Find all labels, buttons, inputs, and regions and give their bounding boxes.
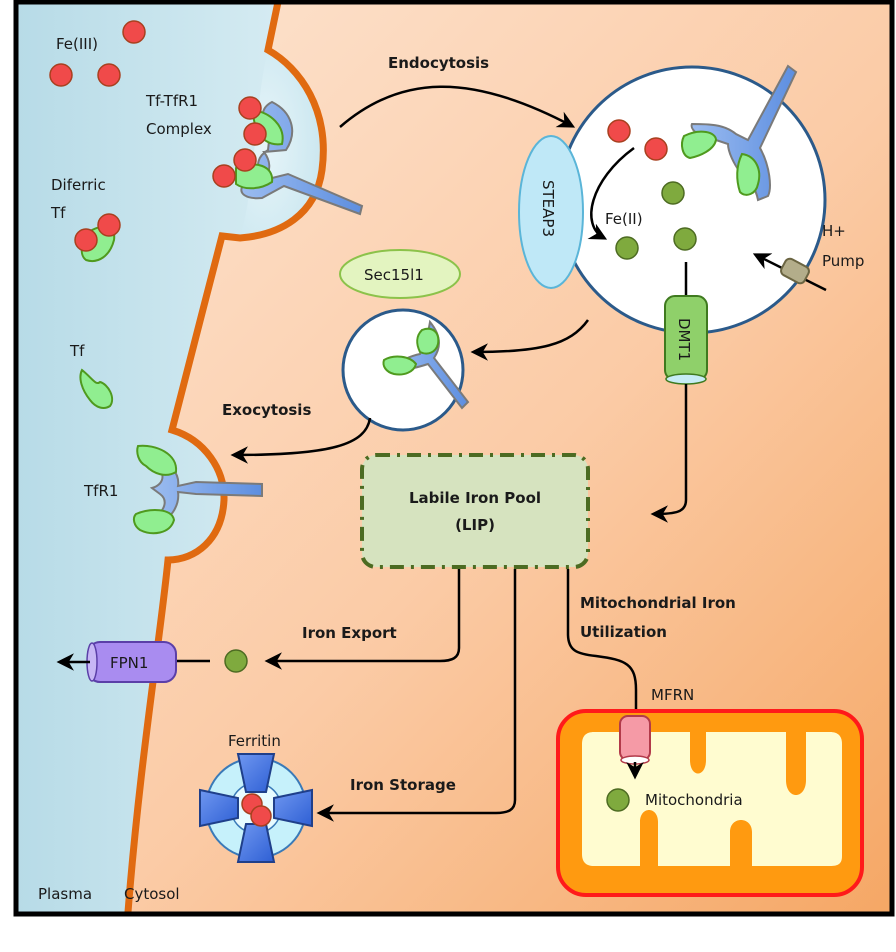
fe2-atom bbox=[615, 236, 639, 260]
dmt1-to-lip-arrow bbox=[650, 384, 688, 523]
fe2-atom bbox=[661, 181, 685, 205]
tf-tfr1-label-line1: Tf-TfR1 bbox=[145, 92, 198, 110]
mfrn-channel bbox=[619, 715, 651, 761]
fe3-atoms bbox=[49, 20, 146, 87]
ferritin-label: Ferritin bbox=[228, 732, 281, 750]
fe3-atom bbox=[233, 148, 257, 172]
fe3-atom bbox=[243, 122, 267, 146]
sec15l1-protein bbox=[339, 249, 461, 299]
steap3-protein bbox=[518, 135, 584, 289]
fe3-atom bbox=[97, 63, 121, 87]
tfr1-label: TfR1 bbox=[83, 482, 118, 500]
endocytosis-arrow bbox=[339, 85, 576, 128]
iron-export-label: Iron Export bbox=[302, 624, 397, 642]
vesicle-tfr1 bbox=[382, 319, 470, 410]
fe2-atom bbox=[224, 649, 248, 673]
mito-utilization-arrow bbox=[566, 569, 638, 716]
tf-protein bbox=[136, 444, 178, 476]
fe2-atom bbox=[673, 227, 697, 251]
sec15l1-label: Sec15l1 bbox=[364, 266, 424, 284]
diferric-label-line2: Tf bbox=[50, 204, 66, 222]
tfr1-receptor bbox=[690, 64, 798, 202]
tfr1-surface bbox=[132, 444, 263, 535]
fe3-label: Fe(III) bbox=[56, 35, 98, 53]
h-pump-label-line1: H+ bbox=[822, 222, 846, 240]
mito-utilization-label-line1: Mitochondrial Iron bbox=[580, 594, 736, 612]
ferritin-subunit bbox=[199, 788, 239, 828]
dmt1-channel-end bbox=[665, 373, 707, 385]
fe3-atom bbox=[212, 164, 236, 188]
fe2-label: Fe(II) bbox=[605, 210, 643, 228]
tf-protein bbox=[736, 152, 761, 196]
tf-tfr1-complex bbox=[212, 96, 364, 216]
diferric-label-line1: Diferric bbox=[51, 176, 106, 194]
plasma-membrane bbox=[124, 1, 327, 913]
fe3-atom bbox=[238, 96, 262, 120]
figure-caption-clipped bbox=[0, 944, 300, 952]
cytosol-region-label: Cytosol bbox=[124, 885, 180, 903]
fe3-atom bbox=[644, 137, 668, 161]
fe3-atom bbox=[607, 119, 631, 143]
plasma-region-label: Plasma bbox=[38, 885, 92, 903]
apo-tf-protein bbox=[79, 368, 114, 409]
h-pump-label-line2: Pump bbox=[822, 252, 864, 270]
tf-protein bbox=[132, 509, 176, 535]
tf-protein bbox=[681, 130, 718, 160]
mito-utilization-label-line2: Utilization bbox=[580, 623, 667, 641]
lip-label-line1: Labile Iron Pool bbox=[409, 489, 541, 507]
tf-protein bbox=[416, 327, 440, 355]
endocytosis-label: Endocytosis bbox=[388, 54, 489, 72]
mfrn-label: MFRN bbox=[651, 686, 694, 704]
ferritin-complex bbox=[199, 753, 313, 863]
dmt1-label: DMT1 bbox=[675, 318, 693, 361]
endosome bbox=[557, 65, 827, 335]
figure-frame bbox=[13, 0, 895, 917]
exocytosis-label: Exocytosis bbox=[222, 401, 311, 419]
fe3-atom bbox=[250, 805, 272, 827]
iron-storage-label: Iron Storage bbox=[350, 776, 456, 794]
endosome-to-vesicle-arrow bbox=[470, 319, 590, 361]
tf-label: Tf bbox=[69, 342, 85, 360]
iron-storage-arrow bbox=[316, 569, 517, 822]
ferritin-subunit bbox=[236, 753, 276, 793]
fe3-atom bbox=[97, 213, 121, 237]
tf-tfr1-label-line2: Complex bbox=[146, 120, 212, 138]
fe3-atom bbox=[74, 228, 98, 252]
mitochondria-label: Mitochondria bbox=[645, 791, 743, 809]
endosome-fe3-atoms bbox=[607, 119, 668, 161]
steap3-label: STEAP3 bbox=[539, 180, 557, 237]
endosome-fe2-atoms bbox=[615, 181, 697, 260]
reduction-arrow bbox=[587, 146, 635, 240]
ferritin-subunit bbox=[273, 788, 313, 828]
endosome-tfr1 bbox=[681, 64, 798, 202]
labile-iron-pool bbox=[360, 453, 590, 569]
fe3-atom bbox=[49, 63, 73, 87]
exocytosis-arrow bbox=[230, 417, 372, 464]
lip-label-line2: (LIP) bbox=[455, 516, 495, 534]
h-pump-channel bbox=[780, 257, 810, 285]
fpn1-label: FPN1 bbox=[110, 654, 148, 672]
diferric-tf bbox=[74, 213, 121, 262]
tf-protein bbox=[382, 355, 418, 376]
fe3-atom bbox=[122, 20, 146, 44]
iron-export-arrow bbox=[264, 569, 461, 670]
mitochondria-matrix bbox=[582, 732, 842, 866]
fe2-atom bbox=[606, 788, 630, 812]
